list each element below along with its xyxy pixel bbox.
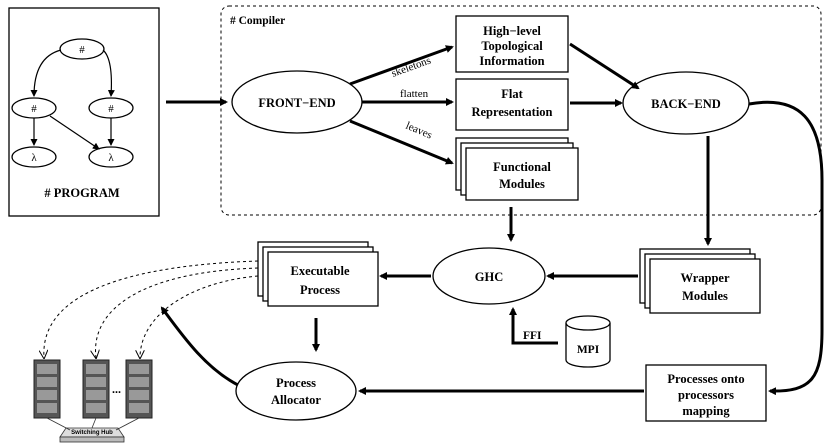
process-allocator-node <box>235 361 357 421</box>
program-panel: # # # λ λ # PROGRAM <box>8 7 160 217</box>
edge-leaves-label: leaves <box>404 120 434 142</box>
mapping-line3: mapping <box>682 404 730 418</box>
wrapper-line2: Modules <box>682 289 728 303</box>
allocator-line2: Allocator <box>271 393 321 407</box>
topology-line1: High−level <box>483 24 541 38</box>
topology-box <box>455 15 569 73</box>
wrapper-line1: Wrapper <box>680 271 730 285</box>
program-node-root <box>59 38 105 60</box>
program-node-right-label: # <box>108 103 114 115</box>
functional-line1: Functional <box>493 160 551 174</box>
back-end-label: BACK−END <box>651 97 721 111</box>
compiler-label: # Compiler <box>230 15 285 27</box>
flat-line1: Flat <box>501 87 523 101</box>
wrapper-modules-stack: Wrapper Modules <box>639 248 761 314</box>
program-node-leaf-right <box>88 146 134 168</box>
topology-line3: Information <box>479 54 544 68</box>
server-middle <box>82 359 110 419</box>
switching-hub-label: Switching Hub <box>71 430 113 436</box>
program-node-leaf-left-label: λ <box>31 152 37 164</box>
server-cluster: ... Switching Hub <box>33 359 153 443</box>
flat-line2: Representation <box>471 105 552 119</box>
cluster-ellipsis: ... <box>112 382 121 396</box>
topology-line2: Topological <box>481 39 543 53</box>
executable-line1: Executable <box>290 264 349 278</box>
program-node-leaf-left <box>11 146 57 168</box>
program-node-root-label: # <box>79 44 85 56</box>
mapping-line1: Processes onto <box>667 372 744 386</box>
functional-line2: Modules <box>499 177 545 191</box>
server-right <box>125 359 153 419</box>
allocator-line1: Process <box>276 376 316 390</box>
edge-flatten-label: flatten <box>400 88 429 100</box>
compiler-container <box>220 5 822 216</box>
edge-skeletons-label: skeletons <box>390 55 433 80</box>
mpi-database: MPI <box>565 315 611 368</box>
program-label: # PROGRAM <box>44 186 120 200</box>
ffi-label: FFI <box>523 330 542 342</box>
server-left <box>33 359 61 419</box>
switching-hub: Switching Hub <box>59 427 125 443</box>
program-node-left-label: # <box>31 103 37 115</box>
executable-line2: Process <box>300 283 340 297</box>
ghc-node <box>432 247 546 305</box>
front-end-label: FRONT−END <box>258 96 335 110</box>
flat-box <box>455 78 569 131</box>
functional-modules-stack: Functional Modules <box>455 137 579 201</box>
mpi-label: MPI <box>577 344 600 356</box>
ghc-label: GHC <box>475 270 503 284</box>
mapping-line2: processors <box>678 388 734 402</box>
mapping-box <box>645 364 767 422</box>
executable-process-stack: Executable Process <box>257 241 379 307</box>
program-node-leaf-right-label: λ <box>108 152 114 164</box>
